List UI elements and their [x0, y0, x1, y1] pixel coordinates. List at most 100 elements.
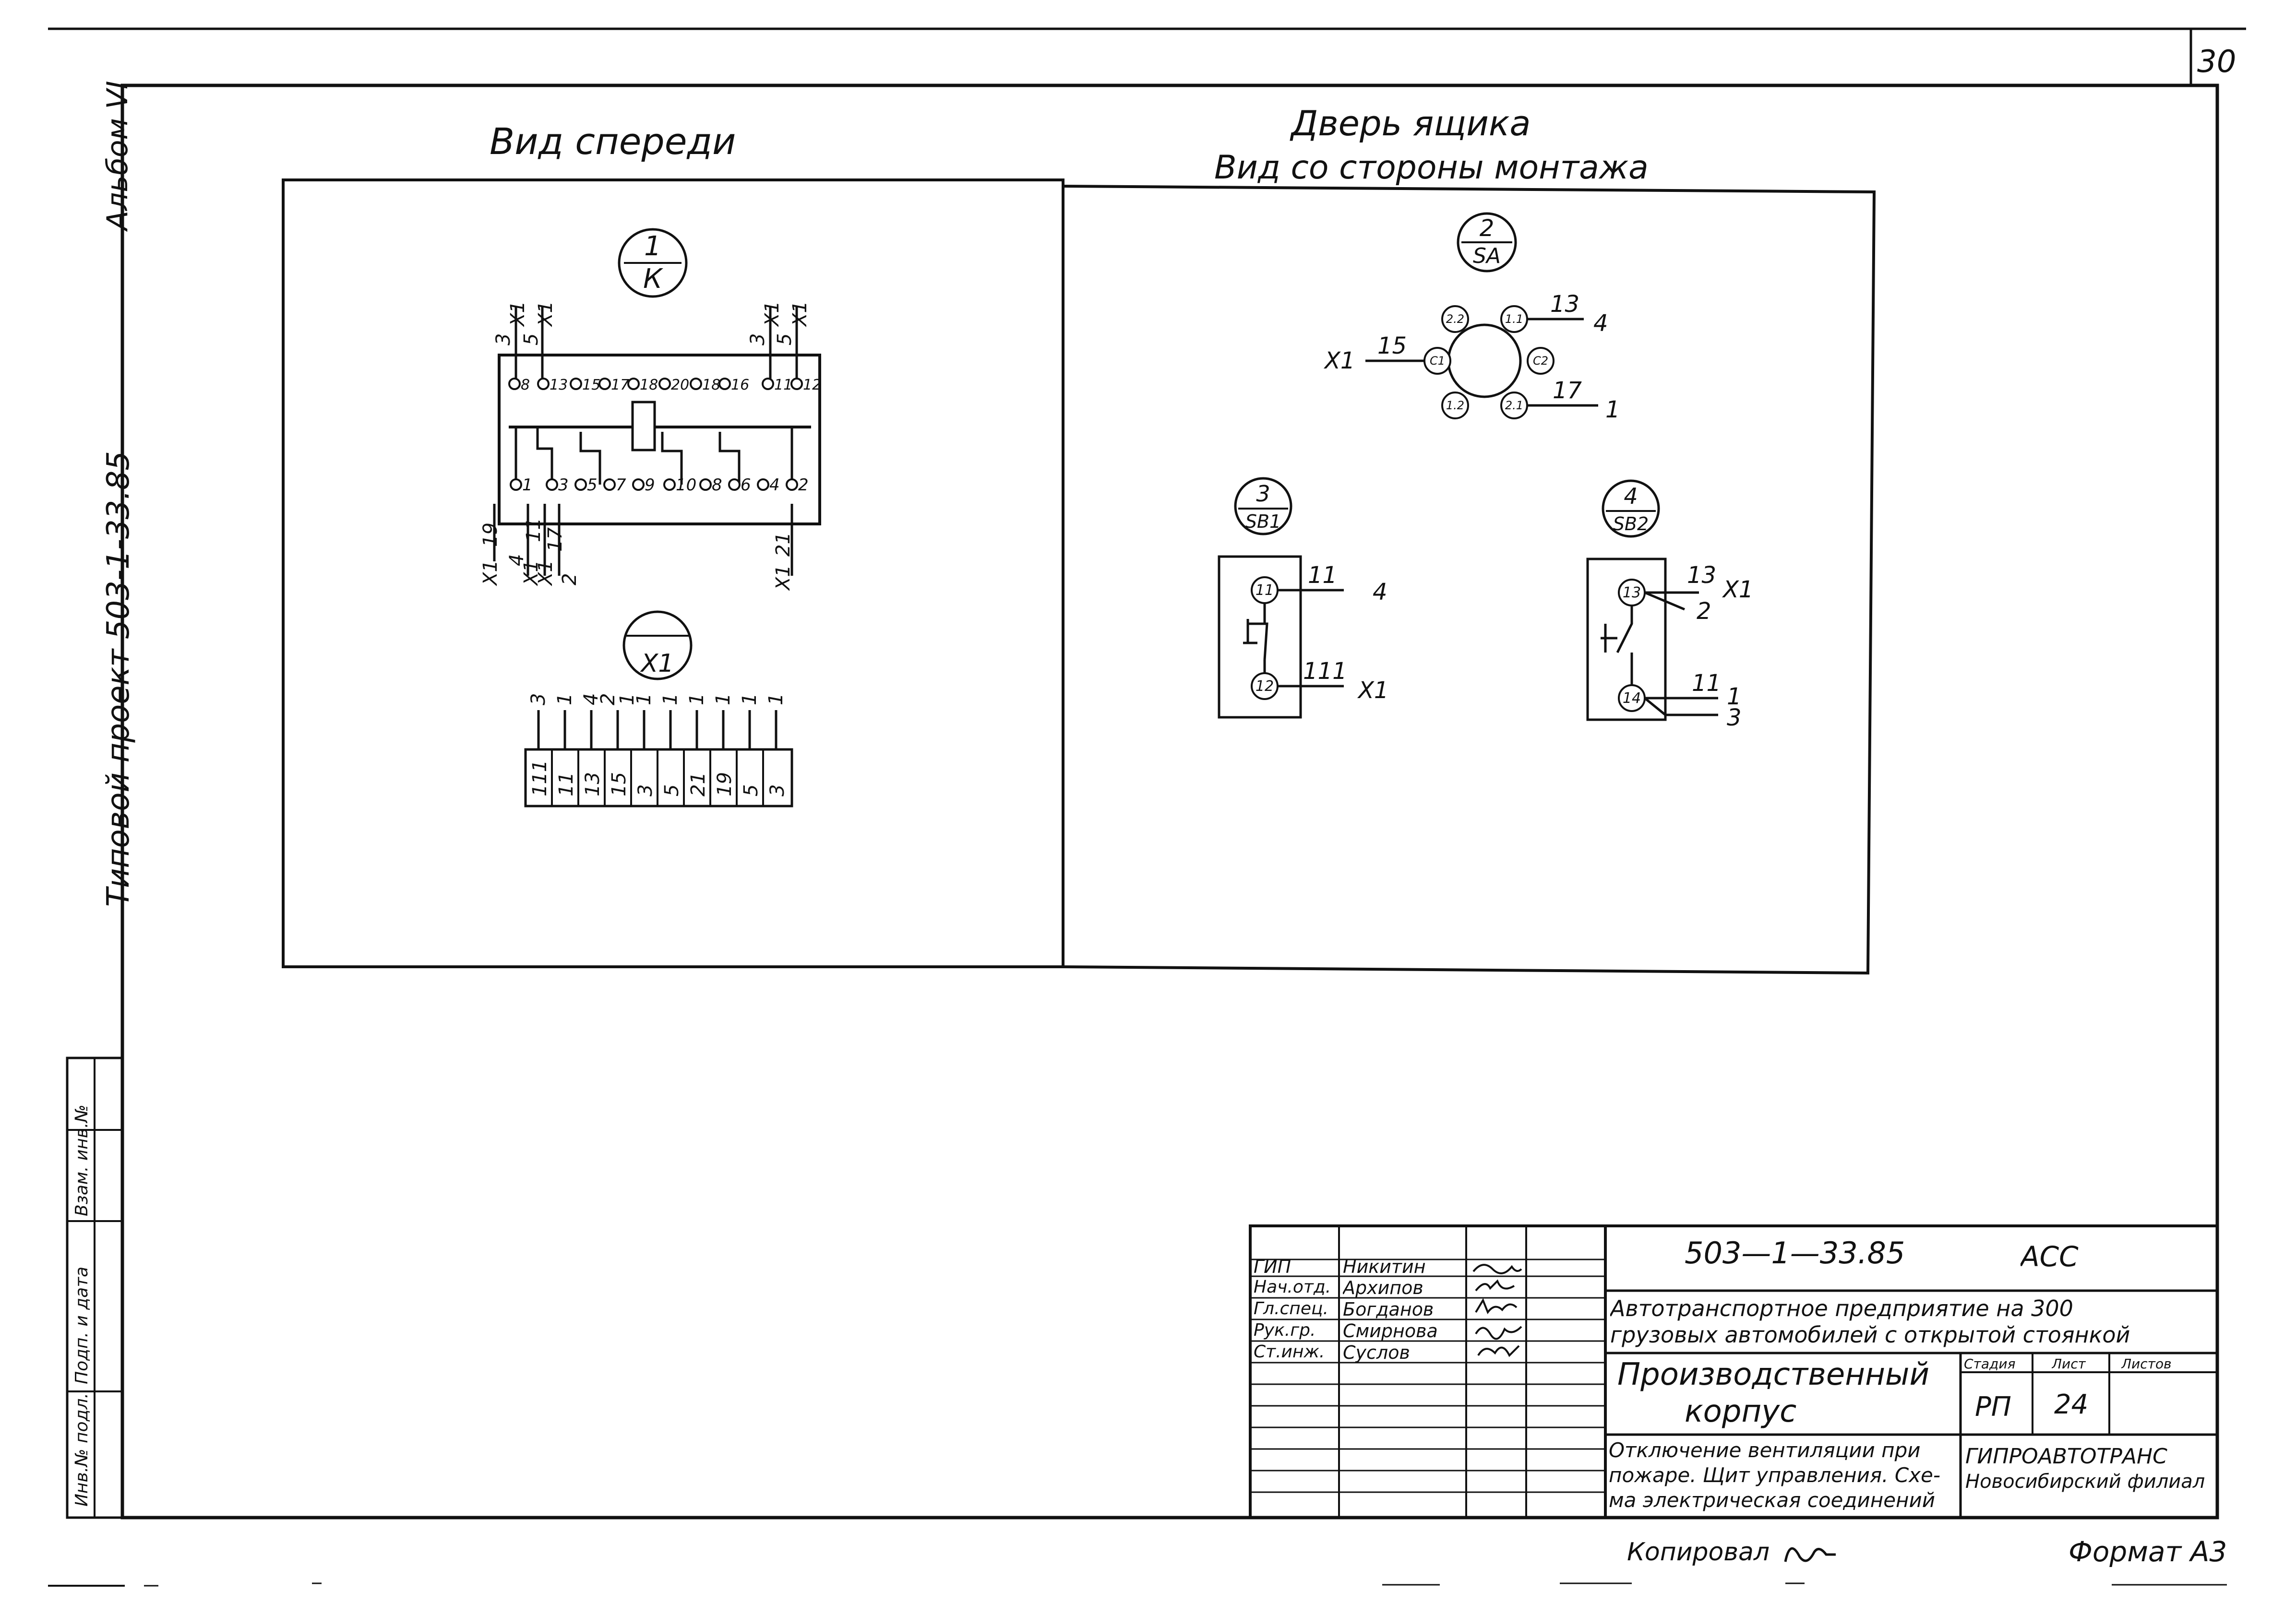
button2-marker-number: 4 [1624, 483, 1638, 509]
relay-top-wire-label: 5 [774, 333, 796, 345]
tb-sheet-header: Лист [2052, 1356, 2086, 1372]
switch-pin-label: 1.2 [1446, 399, 1464, 412]
terminal-wire-number: 1 [712, 693, 734, 705]
relay-bottom-wire-label: Х1 [772, 565, 794, 591]
terminal-cell-label: 5 [740, 784, 762, 796]
relay-bottom-pin-label: 3 [558, 475, 569, 495]
tb-doc-code: 503—1—33.85 [1685, 1235, 1905, 1271]
switch-marker-name: SA [1473, 244, 1501, 268]
tb-role: Ст.инж. [1254, 1342, 1325, 1362]
relay-top-pin-label: 18 [640, 377, 658, 393]
relay-bottom-wire-label: 11 [523, 518, 545, 542]
tb-name: Никитин [1343, 1256, 1426, 1277]
terminal-wire-number: 3 [527, 693, 550, 705]
terminal-cell-label: 111 [529, 760, 551, 796]
button2-wire-label: 13 [1687, 562, 1716, 589]
switch-pin-label: 2.2 [1446, 312, 1464, 326]
button2-wire-label: 3 [1727, 704, 1742, 731]
button1-wire-label: 4 [1373, 579, 1387, 606]
relay-top-pin-label: 17 [611, 377, 629, 393]
button2-pin-label: 13 [1623, 584, 1641, 601]
tb-name: Смирнова [1343, 1320, 1438, 1342]
relay-bottom-wire-label: Х1 [535, 560, 557, 586]
terminal-wire-numbers: 3 1 4 2 1 1 1 1 1 1 1 [527, 693, 787, 705]
terminal-cell-label: 3 [766, 784, 789, 796]
relay-bottom-pin-label: 10 [676, 475, 696, 495]
button1-pin-label: 11 [1256, 582, 1274, 599]
tb-doc-suffix: АСС [2021, 1240, 2079, 1273]
terminal-wire-number: 1 [765, 693, 787, 705]
relay-bottom-wire-label: 4 [506, 554, 528, 566]
tb-project-line2: грузовых автомобилей с открытой стоянкой [1610, 1322, 2130, 1348]
switch-pin-label: С2 [1533, 354, 1548, 368]
switch-wire-label: 17 [1553, 377, 1582, 404]
terminal-block [524, 710, 793, 808]
relay-bottom-pin-label: 2 [798, 475, 809, 495]
button1-marker: 3 SB1 [1234, 477, 1292, 535]
button2-wire-labels: 13 Х1 2 11 1 3 [1687, 562, 1753, 731]
relay-top-wire-labels: 3 Х1 5 Х1 3 Х1 5 Х1 [492, 301, 811, 345]
relay-top-pin-label: 13 [550, 377, 568, 393]
tb-sheets-header: Листов [2121, 1356, 2172, 1372]
relay-top-wire-label: Х1 [789, 301, 811, 327]
button1-body [1218, 555, 1344, 719]
switch-marker: 2 SA [1457, 212, 1517, 273]
button1-wire-labels: 11 4 111 Х1 [1303, 562, 1388, 704]
button1-wire-label: 11 [1308, 562, 1337, 589]
tb-building-line1: Производственный [1617, 1357, 1930, 1392]
signature [1475, 1279, 1515, 1292]
tb-role: Рук.гр. [1254, 1320, 1316, 1340]
relay-top-pin-label: 8 [521, 377, 530, 393]
button1-wire-label: Х1 [1357, 677, 1388, 704]
relay-bottom-pin-label: 1 [522, 475, 533, 495]
button2-pin-labels: 13 14 [1623, 584, 1641, 707]
signature [1475, 1298, 1518, 1315]
button1-marker-name: SB1 [1245, 511, 1281, 532]
format-label: Формат А3 [2069, 1535, 2227, 1568]
relay-bottom-pin-label: 6 [741, 475, 751, 495]
tb-name: Суслов [1343, 1342, 1410, 1363]
tb-building-line2: корпус [1685, 1394, 1797, 1429]
tb-desc-line3: ма электрическая соединений [1609, 1488, 1936, 1512]
relay-bottom-wire-label: 19 [479, 522, 502, 547]
relay-bottom-pin-label: 4 [769, 475, 780, 495]
relay-top-wire-label: 3 [492, 333, 514, 345]
button1-pin-label: 12 [1256, 678, 1274, 695]
relay-marker-name: К [643, 263, 663, 295]
relay-top-wire-label: 3 [747, 333, 769, 345]
relay-bottom-wire-labels: 19 Х1 4 Х1 11 Х1 17 2 21 Х1 [479, 518, 794, 591]
relay-top-pin-label: 16 [731, 377, 749, 393]
relay-bottom-pin-label: 5 [587, 475, 598, 495]
terminal-wire-number: 1 [554, 693, 576, 705]
relay-top-pin-label: 15 [582, 377, 600, 393]
tb-role: Гл.спец. [1254, 1299, 1328, 1318]
button2-wire-label: 11 [1692, 670, 1721, 697]
tb-project-line1: Автотранспортное предприятие на 300 [1610, 1295, 2073, 1321]
terminal-wire-number: 1 [686, 693, 708, 705]
tb-desc-line1: Отключение вентиляции при [1609, 1438, 1921, 1462]
switch-wire-label: 1 [1605, 396, 1620, 423]
button2-marker: 4 SB2 [1602, 479, 1660, 538]
relay-top-pin-label: 11 [774, 377, 792, 393]
relay-bottom-pins: 1 3 5 7 9 10 8 6 4 2 [510, 475, 809, 495]
terminal-wire-number: 4 [580, 693, 602, 705]
tb-sheet-value: 24 [2054, 1389, 2089, 1420]
terminal-cell-labels: 111 11 13 15 3 5 21 19 5 3 [529, 760, 789, 796]
tb-org-line2: Новосибирский филиал [1965, 1471, 2205, 1493]
relay-marker: 1 К [618, 228, 688, 298]
terminal-wire-number: 1 [739, 693, 761, 705]
switch-body [1365, 305, 1598, 419]
relay-top-pin-label: 12 [803, 377, 821, 393]
button2-body [1586, 558, 1718, 721]
switch-wire-label: 15 [1377, 332, 1407, 359]
terminal-wire-number: 1 [659, 693, 682, 705]
relay-body [493, 307, 821, 576]
tb-role: Нач.отд. [1254, 1277, 1331, 1297]
terminal-cell-label: 15 [608, 772, 630, 796]
terminal-cell-label: 19 [714, 772, 736, 796]
terminal-wire-number: 2 [597, 693, 619, 705]
button2-wire-label: 2 [1697, 598, 1711, 625]
relay-top-pin-label: 20 [671, 377, 689, 393]
